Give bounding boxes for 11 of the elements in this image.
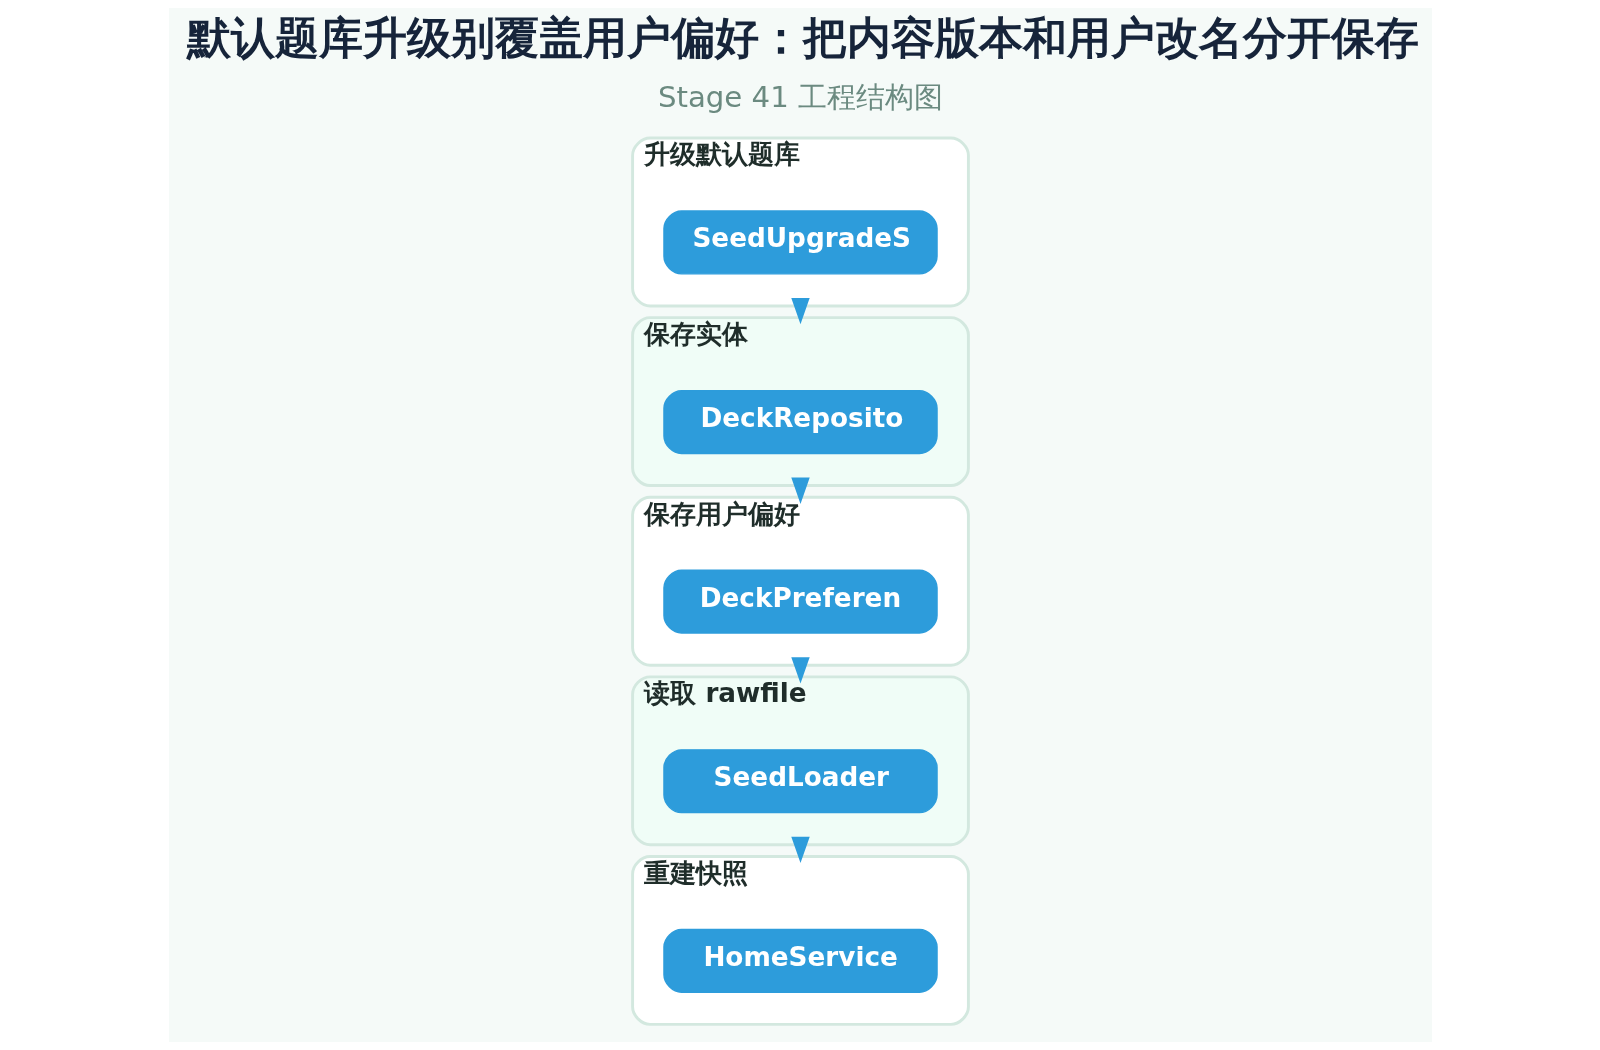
arrow — [790, 836, 810, 864]
node-box: HomeService — [662, 928, 938, 993]
node-box: DeckReposito — [662, 389, 938, 455]
label: Stage 41 工程结构图 — [657, 80, 943, 115]
arrow — [790, 297, 810, 325]
node-box: SeedLoader — [662, 749, 938, 814]
diagram-title: 默认题库升级别覆盖用户偏好：把内容版本和用户改名分开保存 — [186, 12, 1419, 64]
node-box: DeckPreferen — [662, 569, 938, 634]
arrow — [790, 657, 810, 684]
node-box: SeedUpgradeS — [662, 210, 938, 275]
arrow — [790, 477, 810, 504]
